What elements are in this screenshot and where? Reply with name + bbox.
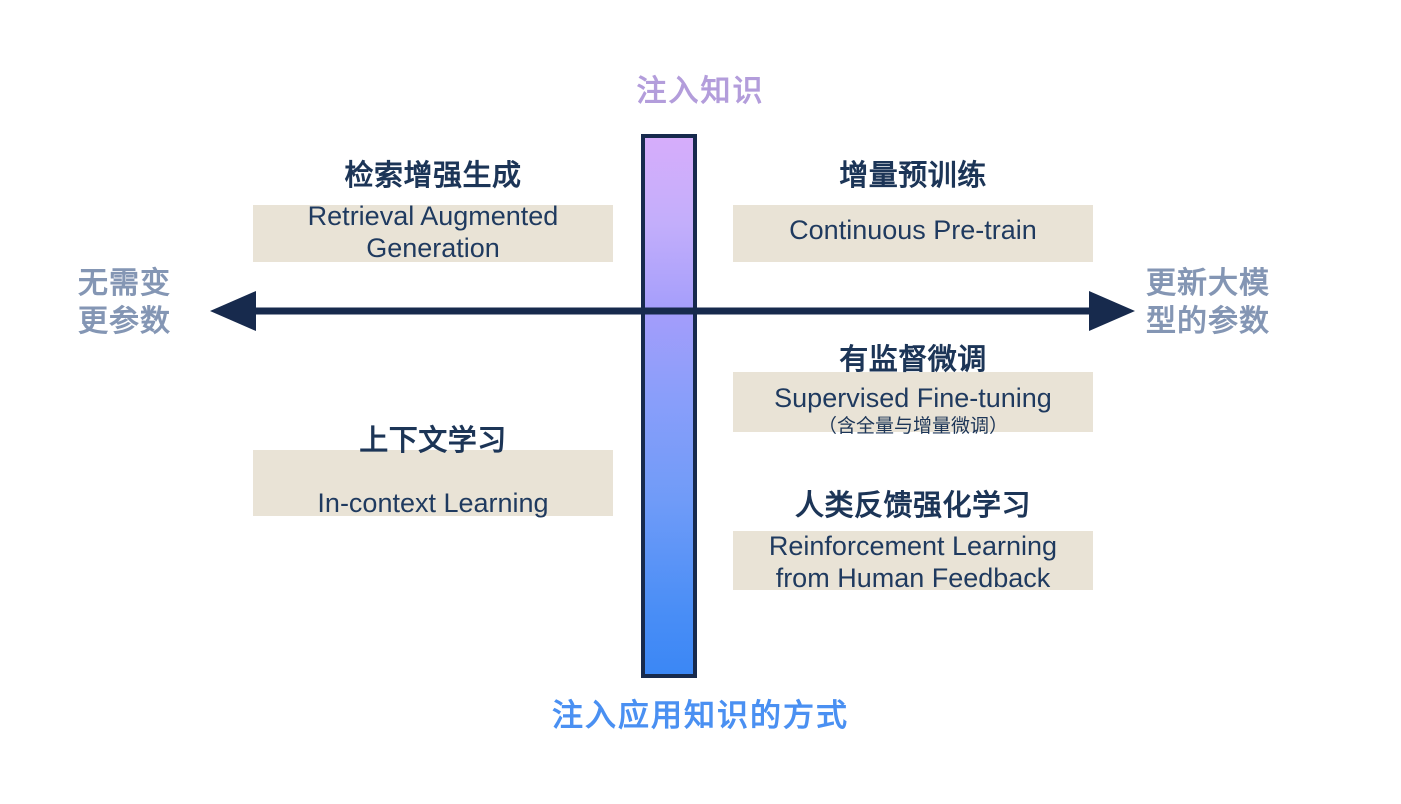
quadrant-rlhf[interactable]: 人类反馈强化学习 Reinforcement Learning from Hum… (733, 490, 1093, 594)
horizontal-double-arrow (210, 291, 1135, 331)
card-title-cn: 上下文学习 (359, 425, 507, 457)
quadrant-in-context-learning[interactable]: 上下文学习 In-context Learning (253, 425, 613, 519)
card-title-cn: 人类反馈强化学习 (794, 490, 1031, 522)
card-subtitle-en: Supervised Fine-tuning (774, 382, 1052, 413)
highlight-band (733, 205, 1093, 262)
axis-label-left: 无需变 更参数 (78, 267, 171, 339)
axis-label-bottom: 注入应用知识的方式 (552, 698, 849, 733)
quadrant-retrieval-augmented-generation[interactable]: 检索增强生成 Retrieval Augmented Generation (253, 160, 613, 264)
card-note-cn: （含全量与增量微调） (817, 416, 1008, 438)
quadrant-continuous-pretrain[interactable]: 增量预训练 Continuous Pre-train (733, 160, 1093, 262)
card-title-cn: 增量预训练 (839, 160, 987, 192)
highlight-band (253, 450, 613, 516)
highlight-band (253, 205, 613, 262)
quadrant-supervised-finetuning[interactable]: 有监督微调 Supervised Fine-tuning （含全量与增量微调） (733, 344, 1093, 438)
card-subtitle-en: Continuous Pre-train (789, 214, 1037, 245)
card-subtitle-en: In-context Learning (317, 487, 549, 518)
card-subtitle-en: Retrieval Augmented Generation (307, 200, 559, 264)
highlight-band (733, 531, 1093, 590)
highlight-band (733, 372, 1093, 432)
vertical-gradient-axis (641, 134, 697, 678)
card-subtitle-en: Reinforcement Learning from Human Feedba… (768, 530, 1058, 594)
axis-label-top: 注入知识 (636, 75, 765, 108)
card-title-cn: 有监督微调 (839, 344, 987, 376)
card-title-cn: 检索增强生成 (344, 160, 522, 192)
axis-label-right: 更新大模 型的参数 (1146, 267, 1270, 339)
